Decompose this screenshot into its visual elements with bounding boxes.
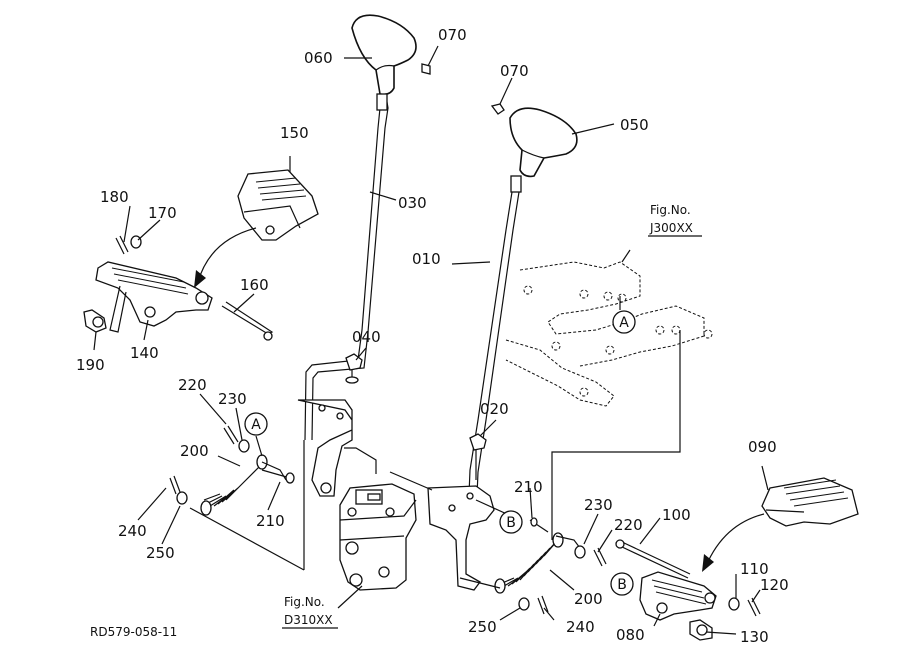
label-200-right: 200 (574, 590, 603, 608)
spring-200-left (200, 454, 287, 516)
pedal-pad-150 (237, 169, 319, 241)
leader-lines (93, 45, 769, 635)
pedal-arm-140 (95, 261, 213, 333)
label-170: 170 (148, 204, 177, 222)
label-070-left: 070 (438, 26, 467, 44)
label-250-right: 250 (468, 618, 497, 636)
spring-200-right (494, 532, 581, 594)
label-210-left: 210 (256, 512, 285, 530)
plate-j300xx (505, 261, 713, 407)
bolt-070-right (490, 103, 505, 115)
arrow-head-right (702, 554, 714, 572)
bolt-190 (83, 309, 107, 333)
label-040: 040 (352, 328, 381, 346)
label-070-right: 070 (500, 62, 529, 80)
fig-ref-bottom-label: Fig.No. (284, 595, 325, 609)
bolt-040 (345, 353, 363, 384)
label-080: 080 (616, 626, 645, 644)
label-230-right: 230 (584, 496, 613, 514)
label-090: 090 (748, 438, 777, 456)
washer-170 (130, 235, 142, 249)
pedal-arm-080 (639, 571, 717, 621)
label-190: 190 (76, 356, 105, 374)
shift-lever-030 (297, 14, 417, 497)
washer-250-right (518, 597, 530, 611)
marker-b-center: B (499, 510, 523, 534)
fig-ref-top-code: J300XX (649, 221, 693, 235)
fig-ref-top-label: Fig.No. (650, 203, 691, 217)
cotter-pin-120 (747, 597, 761, 617)
cotter-pin-180 (115, 235, 129, 255)
label-200-left: 200 (180, 442, 209, 460)
fig-ref-bottom-code: D310XX (284, 613, 333, 627)
label-010: 010 (412, 250, 441, 268)
svg-text:A: A (619, 315, 629, 331)
label-230-left: 230 (218, 390, 247, 408)
label-210-right: 210 (514, 478, 543, 496)
label-240-left: 240 (118, 522, 147, 540)
label-180: 180 (100, 188, 129, 206)
shift-lever-010 (427, 107, 578, 591)
label-020: 020 (480, 400, 509, 418)
bolt-130 (689, 619, 713, 641)
label-050: 050 (620, 116, 649, 134)
label-240-right: 240 (566, 618, 595, 636)
label-250-left: 250 (146, 544, 175, 562)
label-110: 110 (740, 560, 769, 578)
cotter-pin-220-right (593, 547, 607, 567)
bolt-070-left (421, 63, 431, 75)
assembly-arrow-left (197, 227, 257, 283)
svg-text:A: A (251, 417, 261, 433)
label-030: 030 (398, 194, 427, 212)
marker-a-left: A (244, 412, 268, 436)
cotter-pin-240-right (537, 595, 549, 615)
washer-230-left (238, 439, 250, 453)
part-labels: 060 070 070 050 030 010 150 180 170 160 … (76, 26, 789, 646)
pin-100 (619, 541, 691, 579)
washer-230-right (574, 545, 586, 559)
cotter-pin-220-left (223, 425, 239, 445)
valve-body-d310xx (339, 483, 417, 591)
svg-text:B: B (617, 577, 627, 593)
label-100: 100 (662, 506, 691, 524)
drawing-code: RD579-058-11 (90, 625, 177, 639)
washer-250-left (176, 491, 188, 505)
label-150: 150 (280, 124, 309, 142)
cotter-pin-240-left (169, 475, 181, 495)
bolt-020 (469, 433, 487, 480)
pedal-pad-090 (761, 477, 859, 527)
label-220-left: 220 (178, 376, 207, 394)
label-060: 060 (304, 49, 333, 67)
arrow-head-left (194, 270, 206, 288)
marker-a-right: A (612, 310, 636, 334)
assembly-arrow-right (705, 513, 765, 567)
pin-160 (221, 301, 274, 335)
label-220-right: 220 (614, 516, 643, 534)
marker-b-right: B (610, 572, 634, 596)
pin-210-left (261, 469, 291, 479)
label-130: 130 (740, 628, 769, 646)
label-120: 120 (760, 576, 789, 594)
washer-110 (728, 597, 740, 611)
label-160: 160 (240, 276, 269, 294)
label-140: 140 (130, 344, 159, 362)
svg-text:B: B (506, 515, 516, 531)
